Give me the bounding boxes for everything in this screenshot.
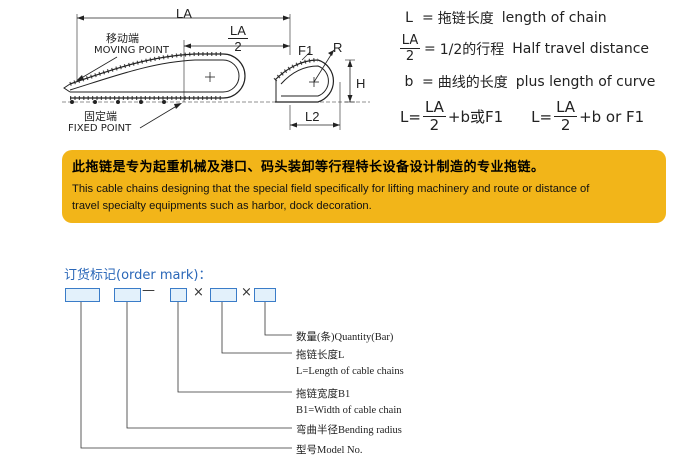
order-mark-title: 订货标记(order mark)：: [64, 268, 212, 283]
legend-quantity: 数量(条)Quantity(Bar): [296, 332, 394, 343]
definition-b-eq: =: [422, 74, 434, 90]
formula-cn-prefix: L=: [400, 107, 421, 126]
definition-l-en: length of chain: [501, 10, 607, 26]
legend-width-cn: 拖链宽度B1: [296, 389, 351, 400]
banner-text-en-line1: This cable chains designing that the spe…: [72, 183, 590, 195]
formula-en-num: LA: [554, 98, 578, 117]
legend-width-en: B1=Width of cable chain: [296, 405, 402, 416]
formula-en-fraction: LA 2: [554, 98, 578, 134]
definition-half-num: LA: [399, 33, 421, 49]
definition-l: L = 拖链长度 length of chain: [400, 8, 607, 28]
definition-half-eq: =: [424, 40, 436, 57]
cable-chain-diagram: [62, 14, 370, 130]
definition-half-den: 2: [405, 49, 415, 64]
f1-label: F1: [298, 43, 314, 58]
legend-bending-radius: 弯曲半径Bending radius: [296, 425, 402, 436]
formula-cn-den: 2: [429, 116, 440, 134]
definition-b-symbol: b: [404, 74, 414, 90]
moving-point-en: MOVING POINT: [94, 45, 169, 56]
moving-point-cn: 移动端: [106, 32, 139, 45]
h-label: H: [356, 76, 366, 91]
quantity-box: [254, 288, 276, 302]
fixed-point-en: FIXED POINT: [68, 123, 132, 134]
banner-text-en: This cable chains designing that the spe…: [72, 181, 656, 215]
length-box: [210, 288, 237, 302]
l2-label: L2: [305, 109, 320, 124]
fixed-point-cn: 固定端: [84, 110, 117, 123]
definition-b-cn: 曲线的长度: [437, 75, 508, 91]
definition-b: b = 曲线的长度 plus length of curve: [400, 72, 656, 92]
legend-model: 型号Model No.: [296, 445, 363, 456]
definition-l-symbol: L: [405, 10, 413, 26]
definition-half-en: Half travel distance: [512, 40, 650, 57]
definition-half-cn: 1/2的行程: [439, 41, 505, 58]
la-half-den: 2: [234, 39, 242, 54]
definition-l-eq: =: [422, 10, 434, 26]
definition-half: LA 2 = 1/2的行程 Half travel distance: [399, 33, 650, 64]
formula-en-suffix: +b or F1: [579, 107, 645, 126]
formula-en-den: 2: [560, 116, 571, 134]
definition-l-cn: 拖链长度: [437, 11, 494, 27]
la-half-num: LA: [228, 23, 248, 39]
formula-cn-fraction: LA 2: [422, 98, 446, 134]
banner-text-cn: 此拖链是专为起重机械及港口、码头装卸等行程特长设备设计制造的专业拖链。: [72, 160, 545, 175]
r-label: R: [333, 40, 343, 55]
formula-cn-num: LA: [422, 98, 446, 117]
length-formula: L= LA 2 +b或F1 L= LA 2 +b or F1: [400, 100, 644, 133]
legend-length-en: L=Length of cable chains: [296, 366, 404, 377]
separator-dash: —: [142, 283, 155, 298]
banner-text-en-line2: travel specialty equipments such as harb…: [72, 200, 372, 212]
definition-b-en: plus length of curve: [515, 74, 656, 90]
formula-cn-suffix: +b或F1: [447, 108, 504, 126]
times-sign-2: ×: [241, 285, 252, 300]
times-sign-1: ×: [193, 285, 204, 300]
formula-en-prefix: L=: [531, 107, 553, 126]
la-label: LA: [176, 6, 192, 21]
description-banner: 此拖链是专为起重机械及港口、码头装卸等行程特长设备设计制造的专业拖链。 This…: [62, 150, 666, 223]
bending-radius-box: [114, 288, 141, 302]
model-box: [65, 288, 100, 302]
definition-half-fraction: LA 2: [399, 33, 421, 64]
width-box: [170, 288, 187, 302]
legend-length-cn: 拖链长度L: [296, 350, 345, 361]
